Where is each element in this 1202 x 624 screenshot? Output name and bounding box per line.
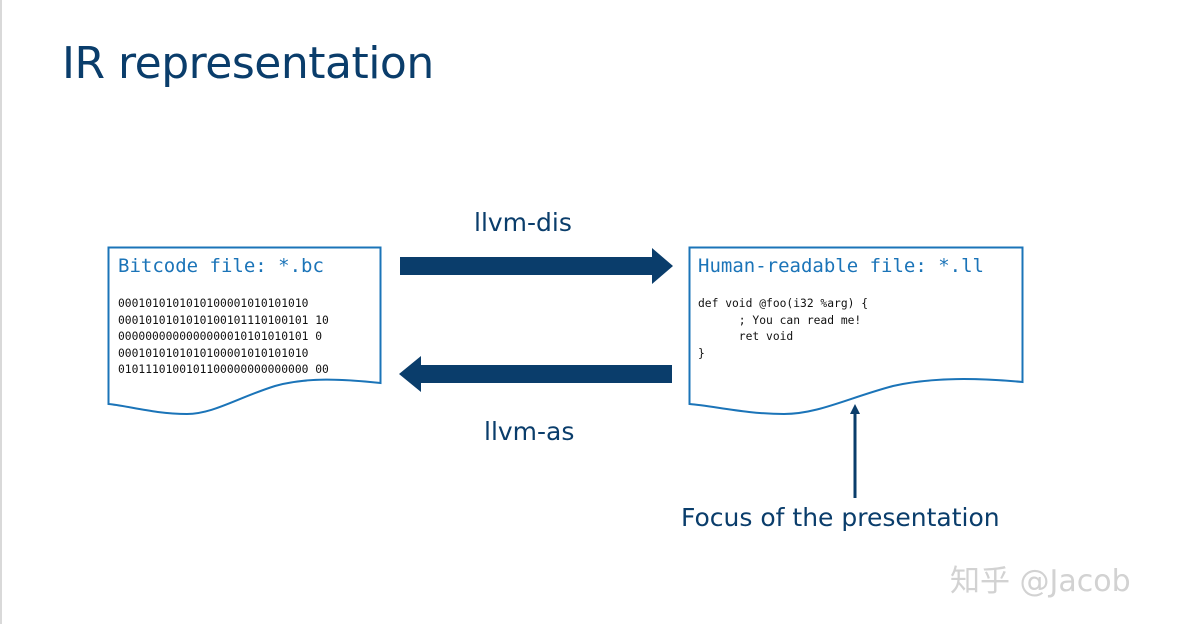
ll-line: def void @foo(i32 %arg) {	[698, 297, 869, 310]
focus-annotation-label: Focus of the presentation	[681, 503, 1000, 532]
slide-left-edge	[0, 0, 2, 624]
llvm-as-arrow	[399, 356, 672, 392]
bitcode-line: 0001010101010100001010101010	[118, 297, 309, 310]
ll-document-content: def void @foo(i32 %arg) { ; You can read…	[698, 296, 868, 362]
watermark: 知乎 @Jacob	[950, 564, 1131, 599]
bitcode-document-shape	[107, 246, 382, 416]
bitcode-document-title: Bitcode file: *.bc	[118, 255, 324, 277]
bitcode-line: 0000000000000000010101010101 0	[118, 330, 323, 344]
bitcode-document-content: 0001010101010100001010101010 00010101010…	[118, 296, 329, 379]
llvm-dis-label: llvm-dis	[474, 208, 572, 237]
llvm-as-label: llvm-as	[484, 417, 575, 446]
focus-pointer-arrow	[850, 404, 860, 498]
ll-document-shape	[688, 246, 1024, 416]
slide-title: IR representation	[62, 38, 434, 89]
ll-document-title: Human-readable file: *.ll	[698, 255, 984, 277]
bitcode-line: 0001010101010100001010101010	[118, 346, 309, 360]
ll-line: ; You can read me!	[698, 313, 862, 327]
ll-line: ret void	[698, 330, 794, 344]
bitcode-line: 0101110100101100000000000000 00	[118, 363, 329, 377]
ll-line: }	[698, 346, 705, 360]
bitcode-line: 0001010101010100101110100101 10	[118, 313, 329, 327]
llvm-dis-arrow	[400, 248, 673, 284]
